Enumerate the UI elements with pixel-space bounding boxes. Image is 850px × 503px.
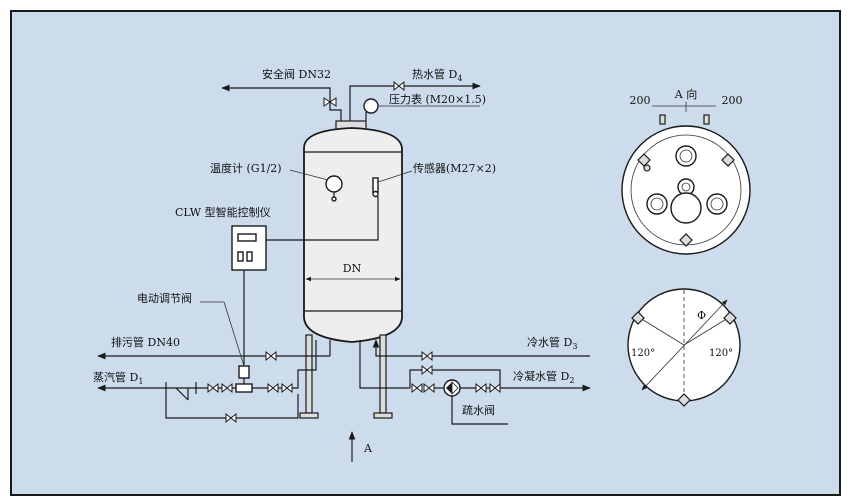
controller — [231, 196, 379, 365]
dim-right-label: 200 — [722, 94, 743, 107]
electric-valve-label: 电动调节阀 — [137, 291, 192, 305]
hot-water-label: 热水管 D4 — [412, 67, 462, 83]
leg-2 — [723, 311, 737, 325]
diagram-frame — [10, 10, 841, 496]
cold-water-label: 冷水管 D3 — [527, 335, 577, 351]
phi-dimension — [641, 299, 728, 391]
thermometer-label: 温度计 (G1/2) — [210, 161, 282, 175]
angle-right-label: 120° — [709, 348, 733, 359]
controller-label: CLW 型智能控制仪 — [175, 205, 271, 219]
cold-water-valve-icon — [421, 350, 433, 362]
steam-label: 蒸汽管 D1 — [93, 370, 143, 386]
top-piping — [221, 80, 481, 183]
trap-label: 疏水阀 — [462, 403, 495, 417]
drain-label: 排污管 DN40 — [111, 335, 180, 349]
leg-left — [305, 334, 313, 414]
bottom-view — [627, 288, 741, 407]
electric-valve-actuator — [238, 365, 250, 379]
direction-a-label: A 向 — [674, 87, 697, 101]
top-nozzle — [675, 145, 697, 167]
sensor-icon — [372, 177, 379, 193]
water-piping — [359, 339, 591, 425]
dn-label: DN — [343, 262, 362, 275]
leg-right — [379, 334, 387, 414]
controller-box — [231, 225, 267, 271]
sensor-label: 传感器(M27×2) — [413, 162, 496, 175]
thermometer-icon — [325, 175, 343, 193]
pressure-gauge-icon — [363, 98, 379, 114]
leg-1 — [631, 311, 645, 325]
tank-body — [303, 127, 403, 343]
steam-piping — [97, 301, 331, 424]
hot-water-valve-icon — [393, 80, 405, 92]
steam-valve-1-icon — [207, 382, 219, 394]
safety-valve-label: 安全阀 DN32 — [262, 67, 331, 81]
vessel: DN — [299, 120, 403, 419]
condensate-label: 冷凝水管 D2 — [513, 369, 574, 385]
strainer-icon — [175, 387, 189, 401]
phi-label: Φ — [697, 309, 706, 322]
top-view — [621, 102, 751, 255]
safety-valve-icon — [323, 97, 337, 107]
bypass-valve-icon — [225, 412, 237, 424]
leg-3 — [677, 393, 691, 407]
controller-display — [237, 233, 257, 242]
dim-left-label: 200 — [630, 94, 651, 107]
view-a-label: A — [363, 442, 373, 455]
angle-left-label: 120° — [631, 348, 655, 359]
drain-valve-icon — [265, 350, 277, 362]
pressure-gauge-label: 压力表 (M20×1.5) — [389, 92, 486, 106]
